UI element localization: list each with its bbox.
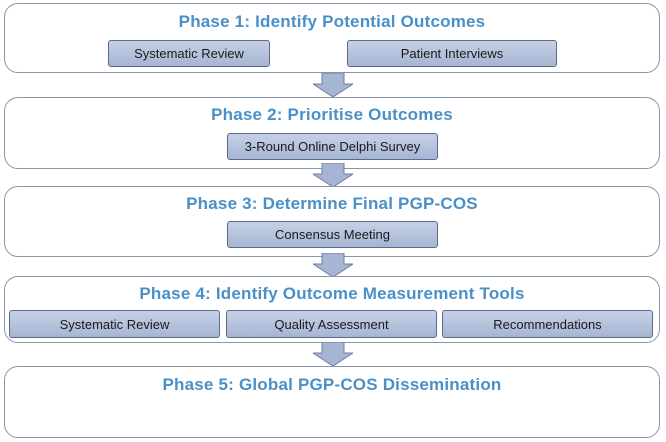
- phase-1-step-systematic-review: Systematic Review: [108, 40, 270, 67]
- phase-5-title: Phase 5: Global PGP-COS Dissemination: [162, 375, 502, 394]
- phase-3-step-consensus-meeting: Consensus Meeting: [227, 221, 438, 248]
- phase-1-step-patient-interviews: Patient Interviews: [347, 40, 557, 67]
- phase-1-box: Phase 1: Identify Potential Outcomes Sys…: [4, 3, 660, 73]
- arrow-down-icon: [313, 163, 353, 187]
- phase-4-step-recommendations: Recommendations: [442, 310, 653, 338]
- phase-2-title: Phase 2: Prioritise Outcomes: [211, 105, 453, 124]
- phase-3-title: Phase 3: Determine Final PGP-COS: [186, 194, 478, 213]
- phase-4-box: Phase 4: Identify Outcome Measurement To…: [4, 276, 660, 343]
- phase-3-box: Phase 3: Determine Final PGP-COS Consens…: [4, 186, 660, 257]
- phase-4-step-systematic-review: Systematic Review: [9, 310, 220, 338]
- phase-5-box: Phase 5: Global PGP-COS Dissemination: [4, 366, 660, 438]
- phase-1-title: Phase 1: Identify Potential Outcomes: [178, 12, 486, 31]
- phase-4-title: Phase 4: Identify Outcome Measurement To…: [139, 284, 525, 303]
- arrow-down-icon: [313, 73, 353, 97]
- arrow-down-icon: [313, 253, 353, 277]
- phase-4-step-quality-assessment: Quality Assessment: [226, 310, 437, 338]
- phase-2-step-delphi-survey: 3-Round Online Delphi Survey: [227, 133, 438, 160]
- phase-2-box: Phase 2: Prioritise Outcomes 3-Round Onl…: [4, 97, 660, 169]
- arrow-down-icon: [313, 342, 353, 366]
